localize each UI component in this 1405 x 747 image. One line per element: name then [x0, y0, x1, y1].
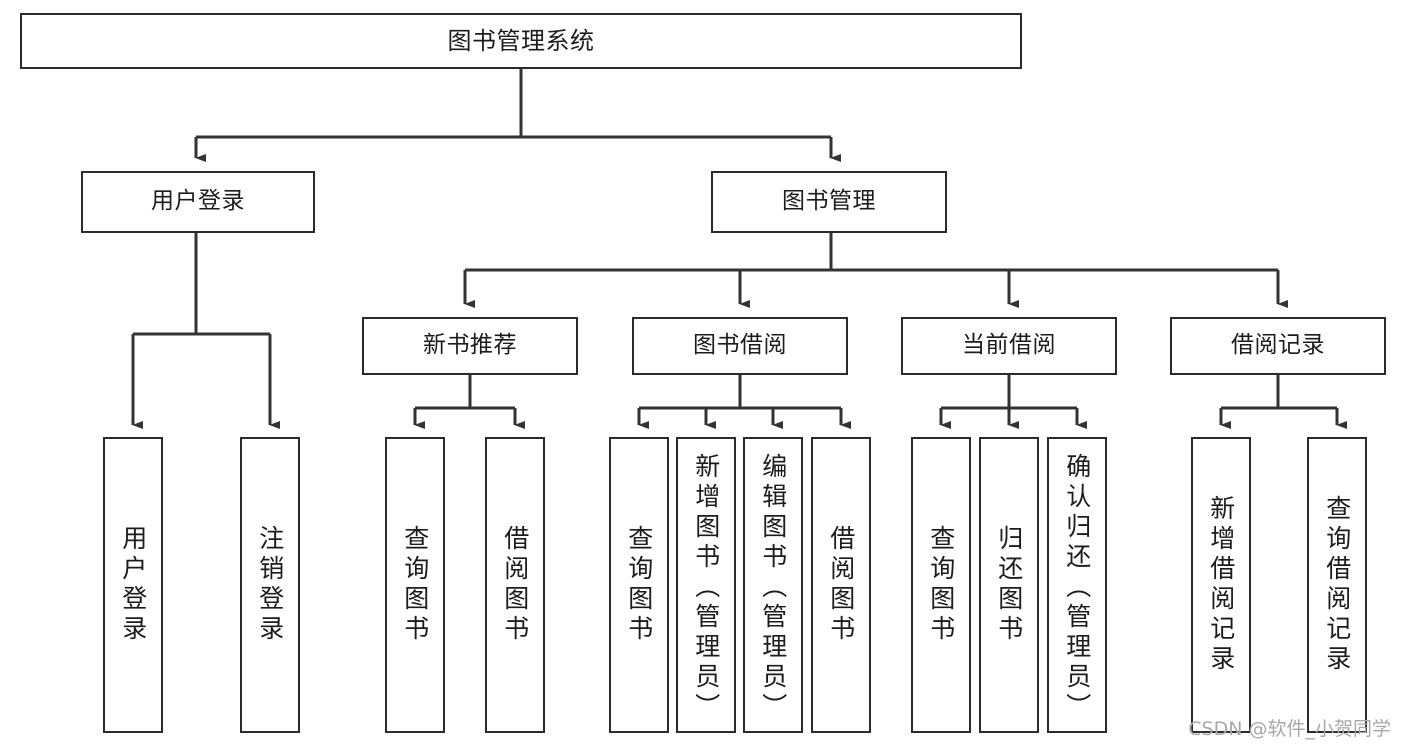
connectors-book-borrow-to-leaves: [637, 375, 852, 430]
node-book-management-label: 图书管理: [782, 188, 876, 215]
node-leaf-borrow-book-2[interactable]: 借阅图书: [811, 437, 871, 733]
node-leaf-user-login[interactable]: 用户登录: [103, 437, 163, 733]
node-leaf-logout-label: 注销登录: [255, 525, 285, 645]
node-leaf-query-book-3[interactable]: 查询图书: [911, 437, 971, 733]
node-leaf-edit-book[interactable]: 编辑图书（管理员）: [743, 437, 803, 733]
node-leaf-add-book-label: 新增图书（管理员）: [691, 453, 721, 723]
node-leaf-add-record[interactable]: 新增借阅记录: [1191, 437, 1251, 733]
node-leaf-user-login-label: 用户登录: [118, 525, 148, 645]
node-book-borrow[interactable]: 图书借阅: [632, 317, 848, 375]
node-new-book-recommend-label: 新书推荐: [423, 332, 517, 359]
node-leaf-add-record-label: 新增借阅记录: [1206, 495, 1236, 675]
connectors-current-borrow-to-leaves: [939, 375, 1088, 430]
node-leaf-logout[interactable]: 注销登录: [240, 437, 300, 733]
node-leaf-query-book-3-label: 查询图书: [926, 525, 956, 645]
node-leaf-query-book-2-label: 查询图书: [624, 525, 654, 645]
node-leaf-query-record-label: 查询借阅记录: [1322, 495, 1352, 675]
node-leaf-query-record[interactable]: 查询借阅记录: [1307, 437, 1367, 733]
node-leaf-borrow-book-2-label: 借阅图书: [826, 525, 856, 645]
node-leaf-return-book-label: 归还图书: [994, 525, 1024, 645]
node-borrow-record-label: 借阅记录: [1231, 332, 1325, 359]
node-leaf-add-book[interactable]: 新增图书（管理员）: [676, 437, 736, 733]
node-leaf-query-book-2[interactable]: 查询图书: [609, 437, 669, 733]
node-leaf-return-book[interactable]: 归还图书: [979, 437, 1039, 733]
connectors-new-book-recommend-to-leaves: [413, 375, 526, 430]
node-leaf-query-book-1-label: 查询图书: [400, 525, 430, 645]
node-leaf-borrow-book-1[interactable]: 借阅图书: [485, 437, 545, 733]
node-leaf-borrow-book-1-label: 借阅图书: [500, 525, 530, 645]
node-leaf-edit-book-label: 编辑图书（管理员）: [758, 453, 788, 723]
connectors-level1-to-level2: [194, 69, 842, 163]
node-new-book-recommend[interactable]: 新书推荐: [362, 317, 578, 375]
node-book-management[interactable]: 图书管理: [711, 171, 947, 233]
node-root-label: 图书管理系统: [447, 26, 595, 55]
node-leaf-confirm-return-label: 确认归还（管理员）: [1062, 453, 1092, 723]
connectors-user-login-to-leaves: [131, 233, 281, 430]
node-current-borrow[interactable]: 当前借阅: [901, 317, 1117, 375]
watermark-text: CSDN @软件_小贺同学: [1188, 718, 1391, 740]
connectors-book-management-to-level3: [463, 233, 1289, 309]
node-leaf-confirm-return[interactable]: 确认归还（管理员）: [1047, 437, 1107, 733]
node-borrow-record[interactable]: 借阅记录: [1170, 317, 1386, 375]
node-leaf-query-book-1[interactable]: 查询图书: [385, 437, 445, 733]
node-book-borrow-label: 图书借阅: [693, 332, 787, 359]
node-root[interactable]: 图书管理系统: [20, 13, 1022, 69]
connectors-borrow-record-to-leaves: [1219, 375, 1348, 430]
node-user-login-label: 用户登录: [151, 188, 245, 215]
node-current-borrow-label: 当前借阅: [962, 332, 1056, 359]
node-user-login[interactable]: 用户登录: [81, 171, 315, 233]
